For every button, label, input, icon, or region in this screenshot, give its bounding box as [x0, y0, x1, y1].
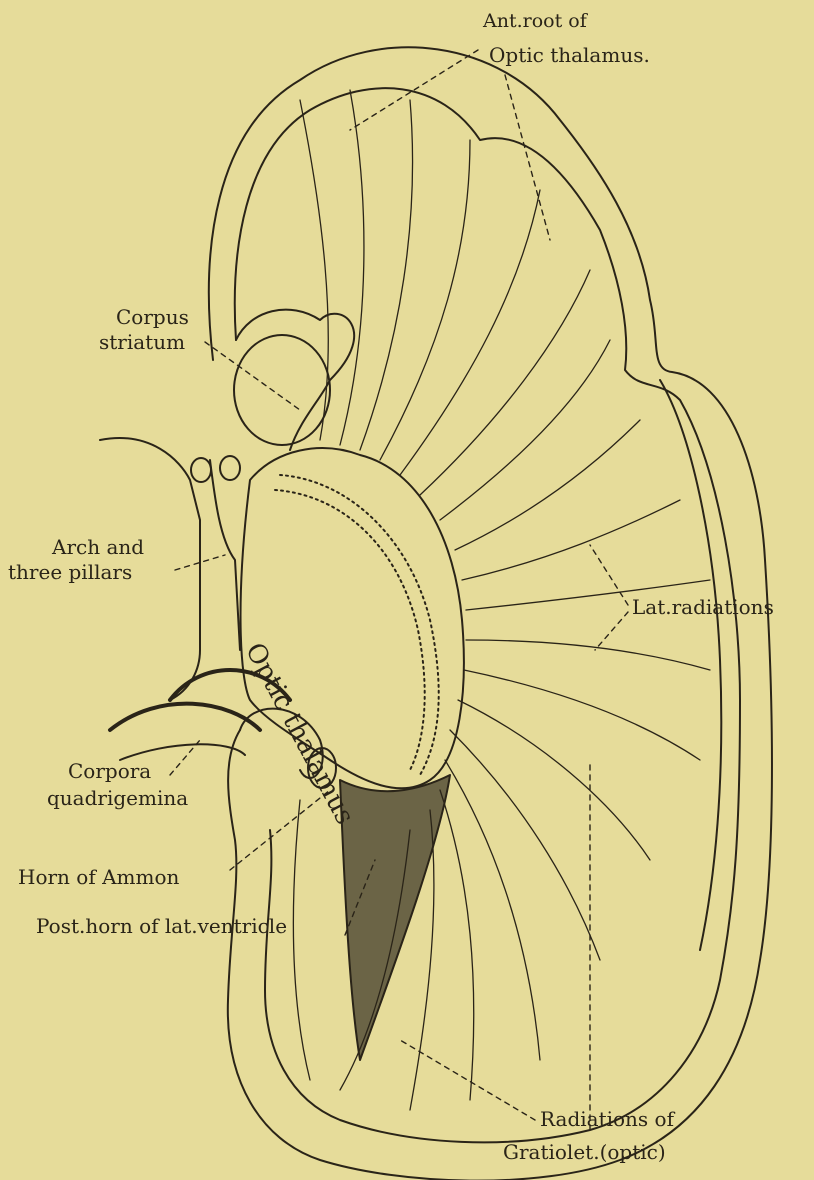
- radiation-fiber: [400, 190, 540, 475]
- leader-radiations: [400, 1040, 535, 1120]
- label-radiations-line2: Gratiolet.(optic): [503, 1141, 666, 1163]
- radiation-fiber: [462, 500, 680, 580]
- leader-lat-radiations: [590, 545, 628, 605]
- radiation-fiber: [360, 100, 413, 450]
- label-ant-root-line2: Optic thalamus.: [489, 44, 650, 66]
- label-corpora-line1: Corpora: [68, 760, 151, 782]
- label-horn-of-ammon: Horn of Ammon: [18, 866, 179, 888]
- leader-horn-ammon: [230, 790, 330, 870]
- radiation-fiber: [455, 420, 640, 550]
- quadrigemina-band-2: [110, 704, 260, 730]
- label-post-horn: Post.horn of lat.ventricle: [36, 915, 287, 937]
- radiation-fiber: [440, 790, 474, 1100]
- label-radiations-line1: Radiations of: [540, 1108, 674, 1130]
- pillar-left: [191, 458, 211, 482]
- radiation-fiber: [340, 90, 364, 445]
- radiation-fiber: [440, 340, 610, 520]
- label-arch-line2: three pillars: [8, 561, 132, 583]
- label-arch-line1: Arch and: [52, 536, 144, 558]
- radiation-fiber: [293, 800, 310, 1080]
- leader-corpus-striatum: [205, 342, 300, 410]
- corpus-striatum-outline: [236, 310, 354, 450]
- leader-lat-radiations-2: [595, 612, 628, 650]
- radiation-fiber: [464, 670, 700, 760]
- radiation-fiber: [450, 730, 600, 960]
- radiation-fiber: [458, 700, 650, 860]
- label-corpus-striatum-line1: Corpus: [116, 306, 189, 328]
- label-corpora-line2: quadrigemina: [47, 787, 188, 809]
- corpus-striatum-bulb: [234, 335, 330, 445]
- label-ant-root-line1: Ant.root of: [483, 10, 587, 32]
- radiation-fiber: [445, 760, 540, 1060]
- radiation-fiber: [466, 640, 710, 670]
- pillar-right: [220, 456, 240, 480]
- quadrigemina-band-3: [120, 744, 245, 760]
- radiation-fiber: [380, 140, 470, 460]
- label-corpus-striatum-line2: striatum: [99, 331, 185, 353]
- label-lat-radiations: Lat.radiations: [632, 596, 774, 618]
- optic-thalamus-outline: [241, 448, 464, 788]
- radiation-fiber: [420, 270, 590, 495]
